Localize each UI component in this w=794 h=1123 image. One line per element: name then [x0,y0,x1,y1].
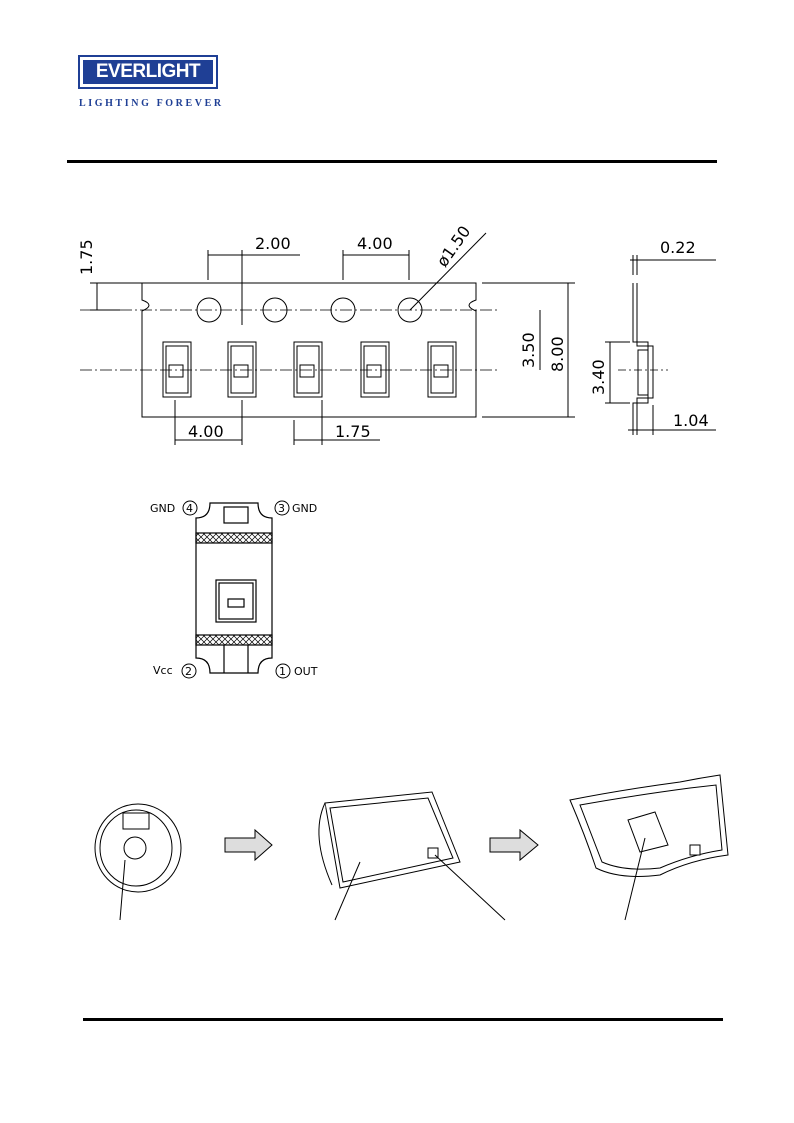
footer-rule [83,1018,723,1021]
company-logo: EVERLIGHT [78,55,218,89]
side-view-drawing [605,255,716,435]
tape-pocket [293,341,323,398]
reel-icon [94,803,182,921]
pin3-label: GND [292,502,317,515]
arrow-icon [224,828,273,862]
dim-sprocket-pitch: 4.00 [357,234,393,253]
pin3-number: 3 [278,502,285,515]
dim-pocket-pitch: 4.00 [188,422,224,441]
pinout-drawing: GND 4 3 GND Vcc 2 1 OUT [150,500,318,679]
pin4-label: GND [150,502,175,515]
pin1-number: 1 [279,665,286,678]
pin4-number: 4 [186,502,193,515]
tape-pocket [360,341,390,398]
tape-pocket [162,341,192,398]
pin1-label: OUT [294,665,318,678]
dim-top-margin: 1.75 [77,239,96,275]
arrow-icon [489,828,539,862]
dim-pitch-2: 2.00 [255,234,291,253]
tape-pocket [227,341,257,398]
dim-edge-offset: 1.75 [335,422,371,441]
pin2-label: Vcc [153,664,173,677]
tape-pocket [427,341,457,398]
packing-process-drawing [94,774,729,921]
header-rule [67,160,717,163]
dim-tape-width: 8.00 [548,336,567,372]
logo-tagline: LIGHTING FOREVER [79,98,224,109]
dim-depth: 1.04 [673,411,709,430]
dim-offset: 3.50 [519,332,538,368]
dim-height: 3.40 [589,359,608,395]
carton-icon [569,774,729,921]
dim-thickness: 0.22 [660,238,696,257]
moisture-bag-icon [318,791,506,921]
carrier-tape-drawing: 2.00 4.00 ø1.50 1.75 3.50 8.00 4.00 1.75… [77,222,716,445]
pin2-number: 2 [185,665,192,678]
logo-text: EVERLIGHT [95,61,201,82]
